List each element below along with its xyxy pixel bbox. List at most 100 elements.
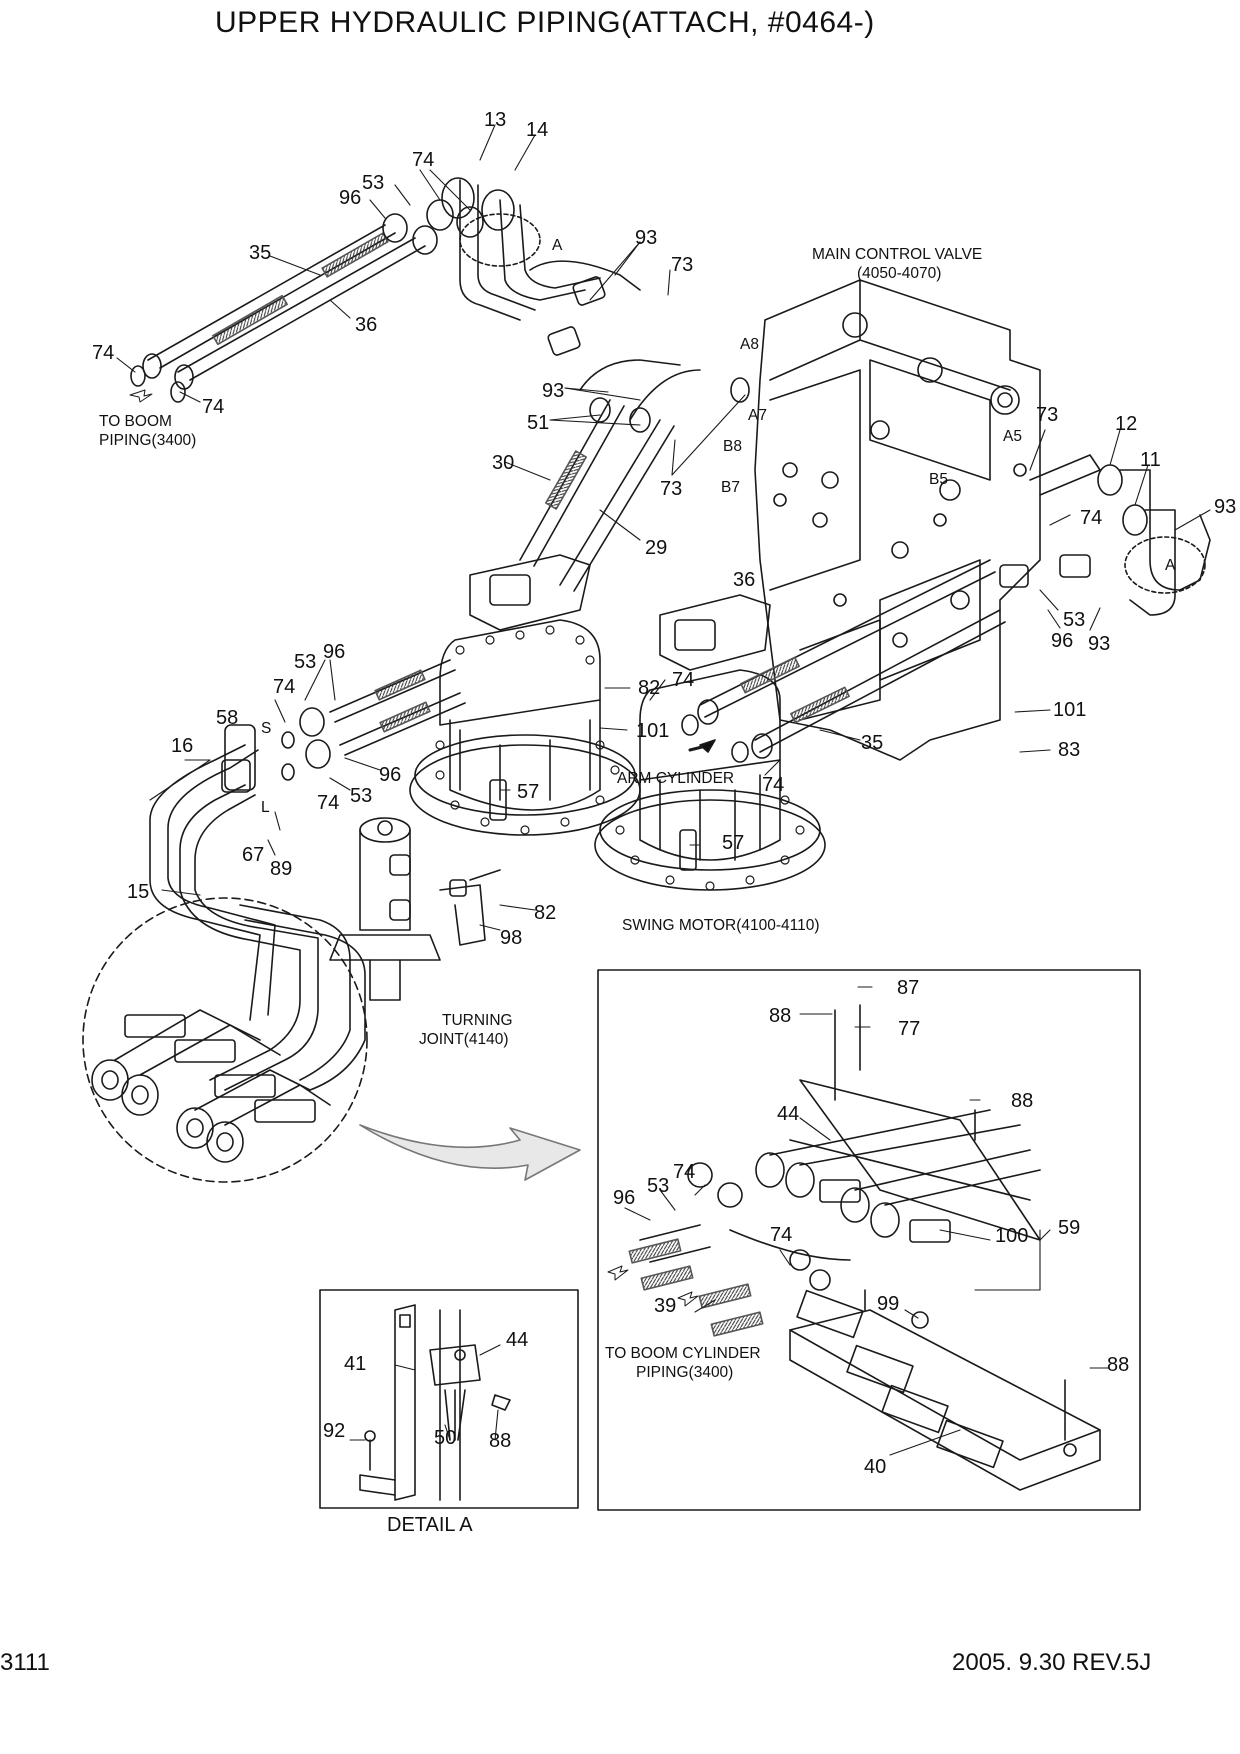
callout-74: 74: [273, 676, 296, 698]
callout-87: 87: [897, 977, 920, 999]
port-a5: A5: [1003, 428, 1022, 445]
pipe-13-14: [459, 179, 641, 356]
main-control-valve-ref: (4050-4070): [857, 265, 942, 282]
callout-67: 67: [242, 844, 265, 866]
turning-joint-label-2: JOINT(4140): [419, 1031, 509, 1048]
callout-101: 101: [636, 720, 670, 742]
callout-96: 96: [339, 187, 362, 209]
callout-40: 40: [864, 1456, 887, 1478]
callout-41: 41: [344, 1353, 367, 1375]
callout-74: 74: [770, 1224, 793, 1246]
leader-lines: [116, 124, 1211, 1456]
port-a8: A8: [740, 336, 759, 353]
callout-73: 73: [671, 254, 694, 276]
section-a-marker-left: A: [552, 237, 563, 254]
callout-74: 74: [92, 342, 115, 364]
callout-88: 88: [489, 1430, 512, 1452]
callout-11: 11: [1140, 449, 1161, 471]
detail-a-label: DETAIL A: [387, 1514, 473, 1536]
hose-29-30: [519, 359, 750, 592]
callout-13: 13: [484, 109, 507, 131]
callout-88: 88: [1011, 1090, 1034, 1112]
callout-53: 53: [362, 172, 385, 194]
to-boom-piping-label-1: TO BOOM: [99, 413, 172, 430]
callout-96: 96: [379, 764, 402, 786]
port-s: S: [261, 720, 272, 737]
detail-a-box: [319, 1289, 579, 1509]
callout-59: 59: [1058, 1217, 1081, 1239]
callout-96: 96: [323, 641, 346, 663]
pipe-11-12: [999, 464, 1211, 616]
swing-motor-left: [409, 554, 641, 836]
callout-74: 74: [317, 792, 340, 814]
callout-73: 73: [1036, 404, 1059, 426]
callout-96: 96: [613, 1187, 636, 1209]
to-boom-piping-label-2: PIPING(3400): [99, 432, 197, 449]
port-b7: B7: [721, 479, 740, 496]
port-a7: A7: [748, 407, 767, 424]
flow-arrows: [129, 389, 699, 1307]
callout-88: 88: [1107, 1354, 1130, 1376]
detail-view-box: [597, 969, 1141, 1511]
main-control-valve: [754, 279, 1101, 761]
swing-motor-right: [594, 594, 826, 891]
callout-57: 57: [722, 832, 745, 854]
callout-53: 53: [647, 1175, 670, 1197]
callout-44: 44: [506, 1329, 529, 1351]
turning-joint: [329, 817, 501, 1001]
detail-circle-parts: [91, 1009, 331, 1163]
callout-53: 53: [294, 651, 317, 673]
callout-77: 77: [898, 1018, 921, 1040]
callout-74: 74: [762, 774, 785, 796]
callout-99: 99: [877, 1293, 900, 1315]
callout-83: 83: [1058, 739, 1081, 761]
turning-joint-label-1: TURNING: [442, 1012, 513, 1029]
callout-12: 12: [1115, 413, 1138, 435]
detail-a-parts: [359, 1304, 511, 1501]
callout-93: 93: [542, 380, 565, 402]
port-b8: B8: [723, 438, 742, 455]
callout-93: 93: [635, 227, 658, 249]
callout-74: 74: [672, 669, 695, 691]
hose-35-36: [130, 177, 515, 403]
callout-74: 74: [202, 396, 225, 418]
page-title: UPPER HYDRAULIC PIPING(ATTACH, #0464-): [215, 6, 875, 39]
callout-15: 15: [127, 881, 150, 903]
callout-57: 57: [517, 781, 540, 803]
callout-53: 53: [350, 785, 373, 807]
detail-arrow: [359, 1124, 581, 1181]
callout-58: 58: [216, 707, 239, 729]
callout-93: 93: [1214, 496, 1237, 518]
to-boom-cylinder-label-2: PIPING(3400): [636, 1364, 734, 1381]
port-b5: B5: [929, 471, 948, 488]
port-l: L: [261, 799, 270, 816]
callout-29: 29: [645, 537, 668, 559]
to-boom-cylinder-label-1: TO BOOM CYLINDER: [605, 1345, 761, 1362]
callout-16: 16: [171, 735, 194, 757]
callout-98: 98: [500, 927, 523, 949]
revision-date: 2005. 9.30 REV.5J: [952, 1649, 1152, 1676]
callout-30: 30: [492, 452, 515, 474]
callout-50: 50: [434, 1427, 457, 1449]
callout-82: 82: [534, 902, 557, 924]
detail-circle: [82, 897, 368, 1183]
section-a-marker-right: A: [1165, 557, 1176, 574]
hose-motor-left: [281, 659, 466, 781]
callout-36: 36: [355, 314, 378, 336]
callout-51: 51: [527, 412, 550, 434]
callout-36: 36: [733, 569, 756, 591]
page-number: 3111: [0, 1649, 50, 1676]
callout-35: 35: [861, 732, 884, 754]
swing-motor-label: SWING MOTOR(4100-4110): [622, 917, 820, 934]
callout-96: 96: [1051, 630, 1074, 652]
callout-39: 39: [654, 1295, 677, 1317]
callout-14: 14: [526, 119, 549, 141]
arm-cylinder-label: ARM CYLINDER: [617, 770, 735, 787]
callout-73: 73: [660, 478, 683, 500]
hose-35-36-right: [681, 559, 1006, 763]
callout-82: 82: [638, 677, 661, 699]
callout-100: 100: [995, 1225, 1029, 1247]
callout-92: 92: [323, 1420, 346, 1442]
callout-74: 74: [1080, 507, 1103, 529]
